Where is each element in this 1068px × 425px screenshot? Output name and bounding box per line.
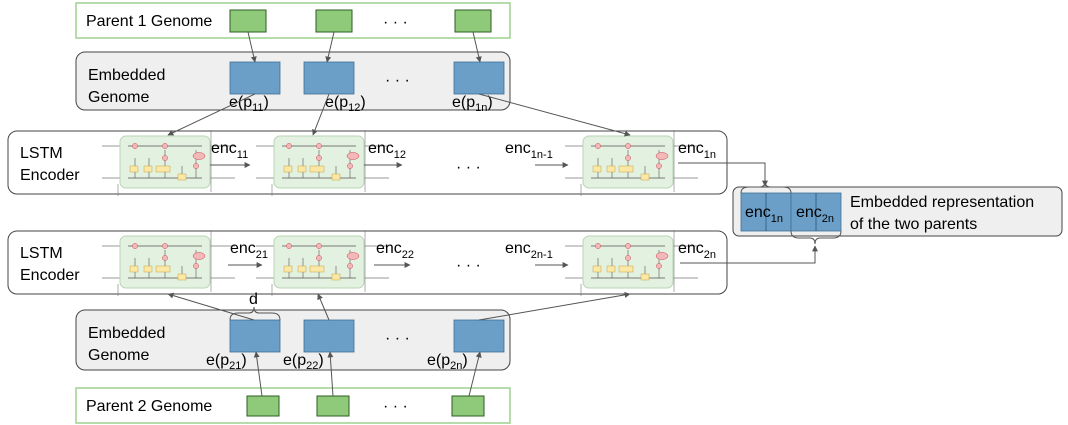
embedding-vector-bottom [229,319,281,353]
enc-label-21: enc21 [230,240,268,261]
lstm-encoder-bottom-title-2: Encoder [20,267,80,284]
parent1-gene [315,9,353,33]
embedding-vector-bottom [303,319,355,353]
embedding-vector-bottom [453,319,505,353]
parent2-genome-box: Parent 2 Genome · · · [75,387,511,424]
parent2-ellipsis: · · · [383,398,408,415]
parent2-gene [316,395,350,417]
embedded-genome-bottom-box: Embedded Genome · · · [75,309,511,371]
parent1-genome-box: Parent 1 Genome · · · [75,2,511,39]
lstm-encoder-top-title-2: Encoder [20,167,80,184]
lstm-encoder-bottom-box: LSTM Encoder · · · [7,229,728,297]
parent1-gene [454,9,492,33]
parent1-ellipsis: · · · [383,14,408,31]
embedded-genome-top-title-2: Genome [88,89,149,106]
parent1-genome-label: Parent 1 Genome [86,13,212,30]
parent2-gene [246,395,280,417]
embedded-genome-top-box: Embedded Genome · · · [75,51,511,111]
lstm-encoder-bottom-title-1: LSTM [20,245,63,262]
parent1-gene [229,9,267,33]
embedding-vector-top [453,61,505,95]
enc-label-2n-1: enc2n-1 [505,240,553,261]
embedding-label-p1n: e(p1n) [452,94,493,114]
combined-caption-2: of the two parents [850,216,977,233]
parent2-genome-label: Parent 2 Genome [86,398,212,415]
enc-label-1n-1: enc1n-1 [505,140,553,161]
lstm-encoder-top-title-1: LSTM [20,145,63,162]
embedding-label-p22: e(p22) [283,352,324,372]
combined-representation-box: enc1n enc2n Embedded representation of t… [732,186,1063,237]
enc-label-1n: enc1n [678,140,716,161]
enc-label-11: enc11 [211,140,248,161]
embedded-genome-bottom-title-1: Embedded [88,325,165,342]
parent2-gene [451,395,485,417]
embedding-vector-top [229,61,281,95]
embedding-label-p12: e(p12) [325,94,366,114]
lstm-top-ellipsis: · · · [456,159,481,176]
embedded-genome-top-title-1: Embedded [88,67,165,84]
enc-label-22: enc22 [376,240,414,261]
embedded-genome-bottom-title-2: Genome [88,347,149,364]
embedded-genome-top-ellipsis: · · · [385,72,410,89]
enc-label-12: enc12 [368,140,406,161]
embedding-label-p21: e(p21) [206,352,247,372]
enc-label-2n: enc2n [678,240,716,261]
embedding-vector-top [303,61,355,95]
embedding-label-p2n: e(p2n) [427,352,468,372]
combined-enc2n-label: enc2n [796,204,834,225]
dimension-label-d: d [249,291,258,308]
combined-caption-1: Embedded representation [850,194,1034,211]
combined-enc1n-label: enc1n [745,204,783,225]
lstm-bottom-ellipsis: · · · [456,257,481,274]
embedded-genome-bottom-ellipsis: · · · [385,330,410,347]
